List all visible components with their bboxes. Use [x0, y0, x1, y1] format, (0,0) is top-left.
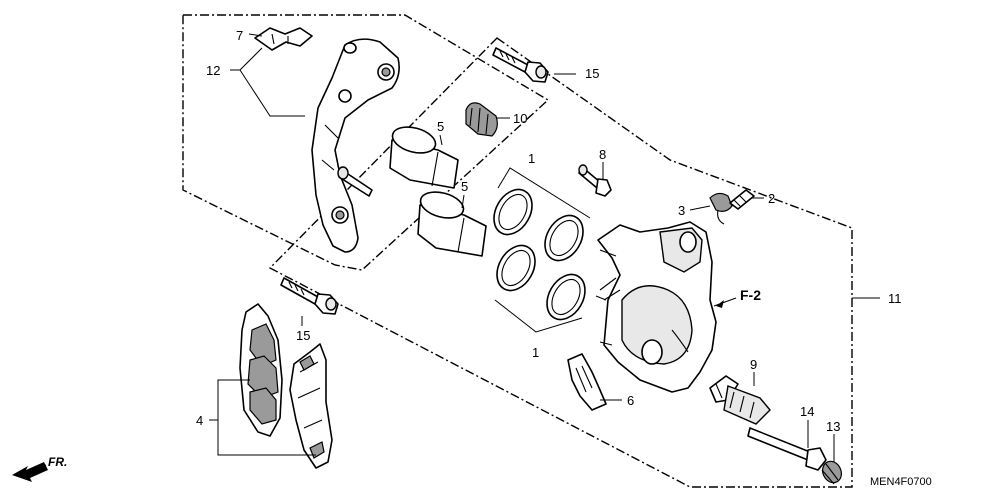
leader-5-bottom	[461, 194, 465, 209]
bleed-valve-cap	[709, 192, 733, 225]
callout-5-top: 5	[437, 119, 444, 134]
pad-retainer-spring	[254, 27, 313, 51]
callout-1-top: 1	[528, 151, 535, 166]
piston-seal-upper-left	[493, 188, 533, 236]
caliper-bracket	[311, 38, 400, 253]
seal-group-bracket-bottom	[494, 299, 583, 333]
callout-10: 10	[513, 111, 527, 126]
callout-2: 2	[768, 191, 775, 206]
front-direction-marker: FR.	[12, 455, 67, 482]
reference-f2: F-2	[740, 287, 761, 303]
pad-pin	[578, 164, 612, 197]
leader-f2-arrowhead	[716, 300, 724, 308]
seal-group-bracket-top	[497, 167, 591, 219]
brake-pad-rear	[239, 303, 283, 437]
caliper-body	[595, 221, 717, 393]
callout-5-bottom: 5	[461, 179, 468, 194]
pin-boot	[465, 102, 498, 137]
caliper-mounting-bolt-lower	[280, 277, 339, 315]
leader-4	[209, 379, 316, 456]
brake-pad-front	[289, 343, 333, 469]
callout-9: 9	[750, 357, 757, 372]
callout-7: 7	[236, 28, 243, 43]
leader-12-branch	[239, 47, 263, 71]
piston-seal-upper-right	[544, 214, 584, 262]
callout-6: 6	[627, 393, 634, 408]
bleed-valve	[729, 189, 755, 210]
callout-15-top: 15	[585, 66, 599, 81]
bracket-slide-pin	[337, 166, 373, 197]
pin-plug	[821, 460, 842, 485]
callout-12: 12	[206, 63, 220, 78]
pad-clip	[567, 353, 607, 411]
piston-seal-lower-left	[496, 244, 536, 292]
callout-13: 13	[826, 419, 840, 434]
leader-7	[248, 33, 263, 37]
leader-3	[689, 205, 711, 211]
diagram-code: MEN4F0700	[870, 476, 932, 488]
slide-pin-boot	[709, 375, 771, 425]
callout-3: 3	[678, 203, 685, 218]
leader-5-top	[439, 134, 443, 146]
callout-8: 8	[599, 147, 606, 162]
callout-14: 14	[800, 404, 814, 419]
piston-lower	[417, 191, 487, 257]
caliper-assembly-boundary	[268, 37, 853, 488]
bracket-assembly-boundary	[182, 14, 550, 271]
callout-4: 4	[196, 413, 203, 428]
callout-11: 11	[888, 291, 902, 306]
callout-1-bottom: 1	[532, 345, 539, 360]
leader-f2	[713, 297, 737, 307]
piston-seal-lower-right	[546, 273, 586, 321]
caliper-slide-pin	[747, 427, 827, 471]
leader-12	[230, 69, 305, 117]
front-marker-label: FR.	[48, 455, 67, 469]
caliper-mounting-bolt-upper	[492, 47, 549, 83]
callout-15-bottom: 15	[296, 328, 310, 343]
piston-upper	[389, 126, 459, 189]
